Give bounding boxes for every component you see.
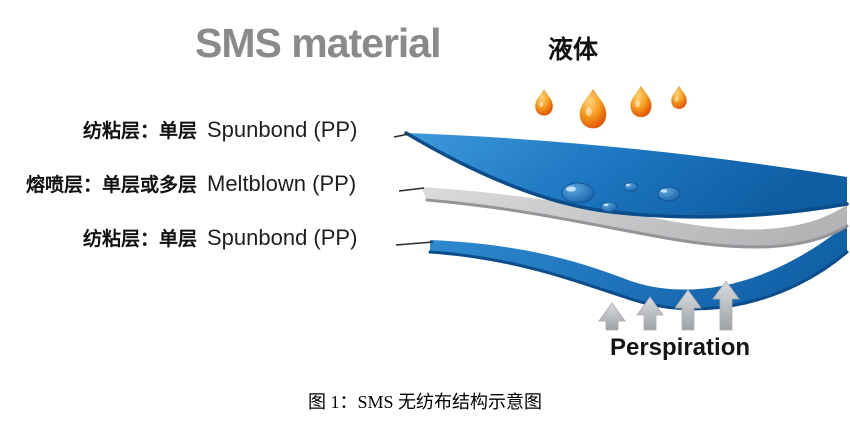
layer-row-spunbond-top: 纺粘层：单层 Spunbond (PP) (0, 116, 357, 143)
layer-label-cn-spunbond-bottom: 纺粘层：单层 (82, 229, 197, 250)
water-droplet (600, 201, 618, 213)
leader-line-bottom (395, 241, 434, 246)
water-droplet-highlight (625, 183, 631, 187)
bottom-sheet-edge (428, 250, 849, 311)
meltblown-sheet (421, 187, 847, 249)
perspiration-arrow-icon (712, 280, 740, 331)
top-spunbond-sheet (406, 133, 847, 217)
falling-droplet-icon (579, 88, 607, 129)
perspiration-arrows (598, 280, 740, 331)
leader-line-top (393, 133, 410, 138)
layer-row-spunbond-bottom: 纺粘层：单层 Spunbond (PP) (0, 224, 357, 251)
liquid-label: 液体 (548, 37, 599, 64)
layer-row-meltblown: 熔喷层：单层或多层 Meltblown (PP) (0, 170, 356, 197)
leader-lines (393, 133, 434, 246)
perspiration-arrow-icon (598, 302, 626, 331)
water-droplet-highlight (566, 186, 576, 192)
figure-caption: 图 1：SMS 无纺布结构示意图 (307, 392, 543, 412)
falling-droplet-icon (671, 85, 687, 109)
perspiration-arrow-icon (674, 289, 702, 331)
top-sheet-edge (404, 131, 849, 219)
leader-line-middle (398, 187, 425, 192)
bottom-spunbond-sheet (430, 224, 847, 309)
water-droplet-highlight (660, 189, 668, 193)
perspiration-label: Perspiration (609, 334, 751, 361)
layer-label-cn-spunbond-top: 纺粘层：单层 (82, 121, 197, 142)
falling-droplet-icon (535, 89, 553, 116)
water-droplet (623, 182, 639, 192)
layer-label-en-spunbond-top: Spunbond (PP) (207, 117, 358, 142)
meltblown-sheet-edge (425, 198, 849, 249)
perspiration-arrow-icon (636, 296, 664, 331)
water-droplet-highlight (603, 203, 609, 207)
water-droplet (561, 182, 595, 204)
layer-label-cn-meltblown: 熔喷层：单层或多层 (25, 175, 197, 196)
falling-droplet-icon (630, 85, 652, 118)
water-droplet (657, 186, 681, 202)
layer-label-en-meltblown: Meltblown (PP) (207, 171, 357, 196)
layer-label-en-spunbond-bottom: Spunbond (PP) (207, 225, 358, 250)
falling-droplets (535, 85, 687, 129)
water-droplets (561, 182, 681, 213)
figure-title: SMS material (195, 20, 441, 66)
